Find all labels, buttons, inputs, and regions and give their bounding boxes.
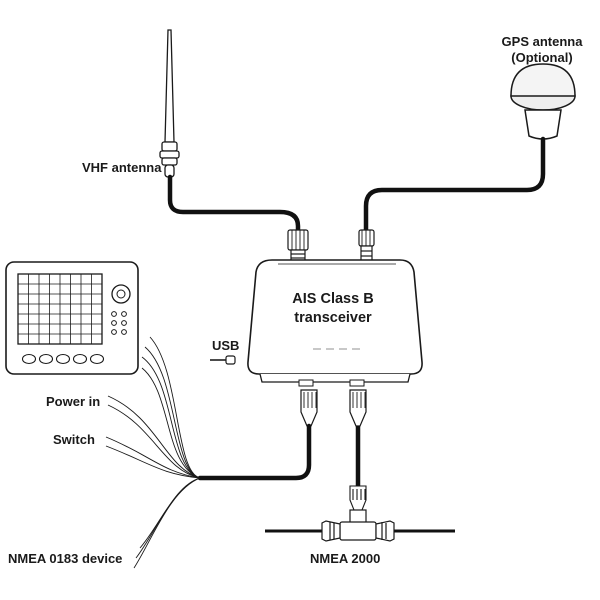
gps-antenna-label: GPS antenna (Optional) xyxy=(486,34,598,66)
usb-cable xyxy=(210,355,236,365)
nmea2000-connector xyxy=(349,389,367,427)
gps-antenna-label-line1: GPS antenna xyxy=(501,34,583,49)
gps-antenna-label-line2: (Optional) xyxy=(511,50,573,65)
power-data-connector xyxy=(300,389,318,427)
drop-cable-connector xyxy=(349,485,367,511)
power-data-cable xyxy=(197,423,312,481)
vhf-connector xyxy=(287,229,309,263)
gps-antenna xyxy=(510,63,576,140)
device-title: AIS Class B transceiver xyxy=(258,290,408,328)
plotter-screen-grid xyxy=(18,274,102,344)
vhf-antenna xyxy=(159,29,180,178)
switch-label: Switch xyxy=(53,432,95,447)
vhf-antenna-label: VHF antenna xyxy=(82,160,162,175)
device-title-line1: AIS Class B xyxy=(292,291,374,307)
power-in-label: Power in xyxy=(46,394,101,409)
chart-plotter xyxy=(5,261,139,375)
t-connector xyxy=(321,509,395,542)
gps-cable xyxy=(363,136,546,233)
vhf-cable xyxy=(167,174,301,233)
ais-transceiver xyxy=(247,259,423,387)
wire-fanout xyxy=(105,336,201,569)
usb-label: USB xyxy=(212,338,240,353)
gps-connector xyxy=(358,229,375,263)
nmea2000-label: NMEA 2000 xyxy=(310,551,381,566)
nmea0183-device-label: NMEA 0183 device xyxy=(8,551,123,566)
device-title-line2: transceiver xyxy=(294,310,372,326)
